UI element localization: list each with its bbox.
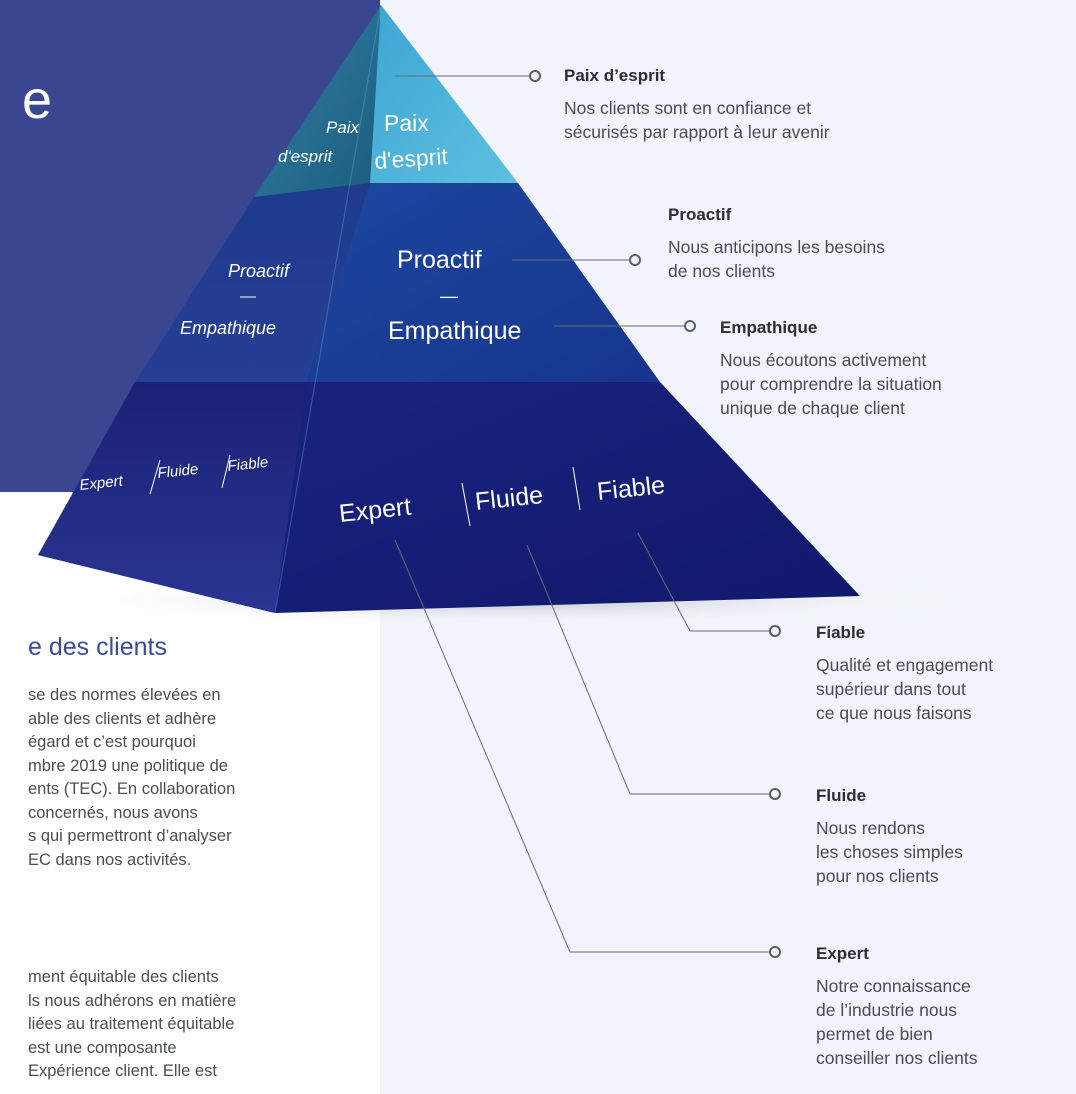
leader-fluide — [526, 544, 770, 795]
note-empathique-title: Empathique — [720, 318, 818, 337]
note-expert-line3: permet de bien — [816, 1024, 933, 1044]
article-p2-line1: ment équitable des clients — [28, 968, 219, 986]
side-label-top-line2: d'esprit — [278, 147, 334, 166]
front-tier-top — [370, 5, 518, 183]
callout-dot-fiable — [769, 625, 781, 637]
front-label-dash: — — [440, 286, 458, 306]
callout-dot-paix — [529, 70, 541, 82]
front-tier-middle — [307, 183, 660, 382]
article-p1-line6: concernés, nous avons — [28, 803, 198, 822]
article-paragraph-1: se des normes élevées en able des client… — [28, 684, 235, 872]
note-fluide-line1: Nous rendons — [816, 818, 925, 838]
note-fluide-line2: les choses simples — [816, 842, 963, 862]
side-label-top-line1: Paix — [326, 118, 360, 137]
side-separator-1 — [149, 459, 161, 495]
side-tier-middle — [135, 183, 370, 382]
article-p2-line4: est une composante — [28, 1038, 177, 1057]
note-expert-title: Expert — [816, 944, 869, 963]
note-proactif-line1: Nous anticipons les besoins — [668, 237, 885, 257]
side-separator-2 — [221, 454, 231, 489]
article-p2-line5: Expérience client. Elle est — [28, 1062, 217, 1080]
note-proactif: Proactif Nous anticipons les besoins de … — [668, 205, 885, 283]
note-expert: Expert Notre connaissance de l’industrie… — [816, 944, 977, 1070]
side-label-fluide: Fluide — [157, 461, 199, 482]
front-separator-1 — [461, 482, 471, 527]
note-proactif-line2: de nos clients — [668, 261, 776, 281]
note-fiable-title: Fiable — [816, 623, 866, 642]
callout-dot-expert — [769, 946, 781, 958]
article-p1-line5: ents (TEC). En collaboration — [28, 780, 236, 798]
note-expert-line2: de l’industrie nous — [816, 1000, 958, 1020]
note-expert-line4: conseiller nos clients — [816, 1048, 978, 1068]
article-heading: e des clients — [28, 633, 167, 661]
side-tier-base — [38, 382, 307, 613]
article-p1-line8: EC dans nos activités. — [28, 850, 192, 869]
article-p1-line7: s qui permettront d’analyser — [28, 827, 232, 845]
side-label-empathique: Empathique — [180, 318, 276, 338]
side-tier-top — [254, 5, 381, 197]
front-tier-base — [275, 382, 860, 613]
article-paragraph-2: ment équitable des clients ls nous adhér… — [28, 966, 236, 1084]
callout-dot-proactif — [629, 254, 641, 266]
note-fluide-title: Fluide — [816, 786, 867, 805]
article-p2-line3: liées au traitement équitable — [28, 1015, 235, 1033]
leader-expert — [394, 539, 770, 953]
note-fiable-line3: ce que nous faisons — [816, 703, 972, 723]
note-fiable-line1: Qualité et engagement — [816, 655, 994, 675]
front-label-empathique: Empathique — [388, 317, 521, 345]
side-label-expert: Expert — [79, 472, 125, 494]
article-p1-line2: able des clients et adhère — [28, 709, 217, 728]
note-paix-line1: Nos clients sont en confiance et — [564, 98, 812, 118]
note-fluide-line3: pour nos clients — [816, 866, 939, 886]
front-label-proactif: Proactif — [397, 246, 482, 274]
note-paix: Paix d’esprit Nos clients sont en confia… — [564, 66, 830, 144]
note-empathique-line1: Nous écoutons activement — [720, 350, 927, 370]
article-p1-line1: se des normes élevées en — [28, 686, 221, 704]
pyramid-edge — [274, 4, 382, 614]
note-empathique-line2: pour comprendre la situation — [720, 374, 942, 394]
note-proactif-title: Proactif — [668, 205, 732, 224]
note-paix-title: Paix d’esprit — [564, 66, 666, 85]
note-empathique-line3: unique de chaque client — [720, 398, 905, 418]
note-fiable-line2: supérieur dans tout — [816, 679, 966, 699]
note-empathique: Empathique Nous écoutons activement pour… — [720, 318, 942, 420]
front-separator-2 — [572, 466, 581, 511]
note-fluide: Fluide Nous rendons les choses simples p… — [816, 786, 963, 888]
note-expert-line1: Notre connaissance — [816, 976, 971, 996]
callout-dot-fluide — [769, 788, 781, 800]
side-label-dash: — — [239, 288, 257, 305]
side-label-fiable: Fiable — [227, 454, 269, 475]
front-label-top-line1: Paix — [384, 110, 429, 136]
front-label-top-line2: d'esprit — [374, 143, 450, 174]
note-paix-line2: sécurisés par rapport à leur avenir — [564, 122, 830, 142]
article-p2-line2: ls nous adhérons en matière — [28, 991, 237, 1010]
note-fiable: Fiable Qualité et engagement supérieur d… — [816, 623, 993, 725]
article-p1-line3: égard et c’est pourquoi — [28, 733, 196, 751]
side-label-proactif: Proactif — [228, 261, 291, 281]
hero-partial-letter: e — [22, 70, 52, 130]
callout-dot-empathique — [684, 320, 696, 332]
article-p1-line4: mbre 2019 une politique de — [28, 756, 228, 775]
leader-fiable — [637, 532, 770, 632]
